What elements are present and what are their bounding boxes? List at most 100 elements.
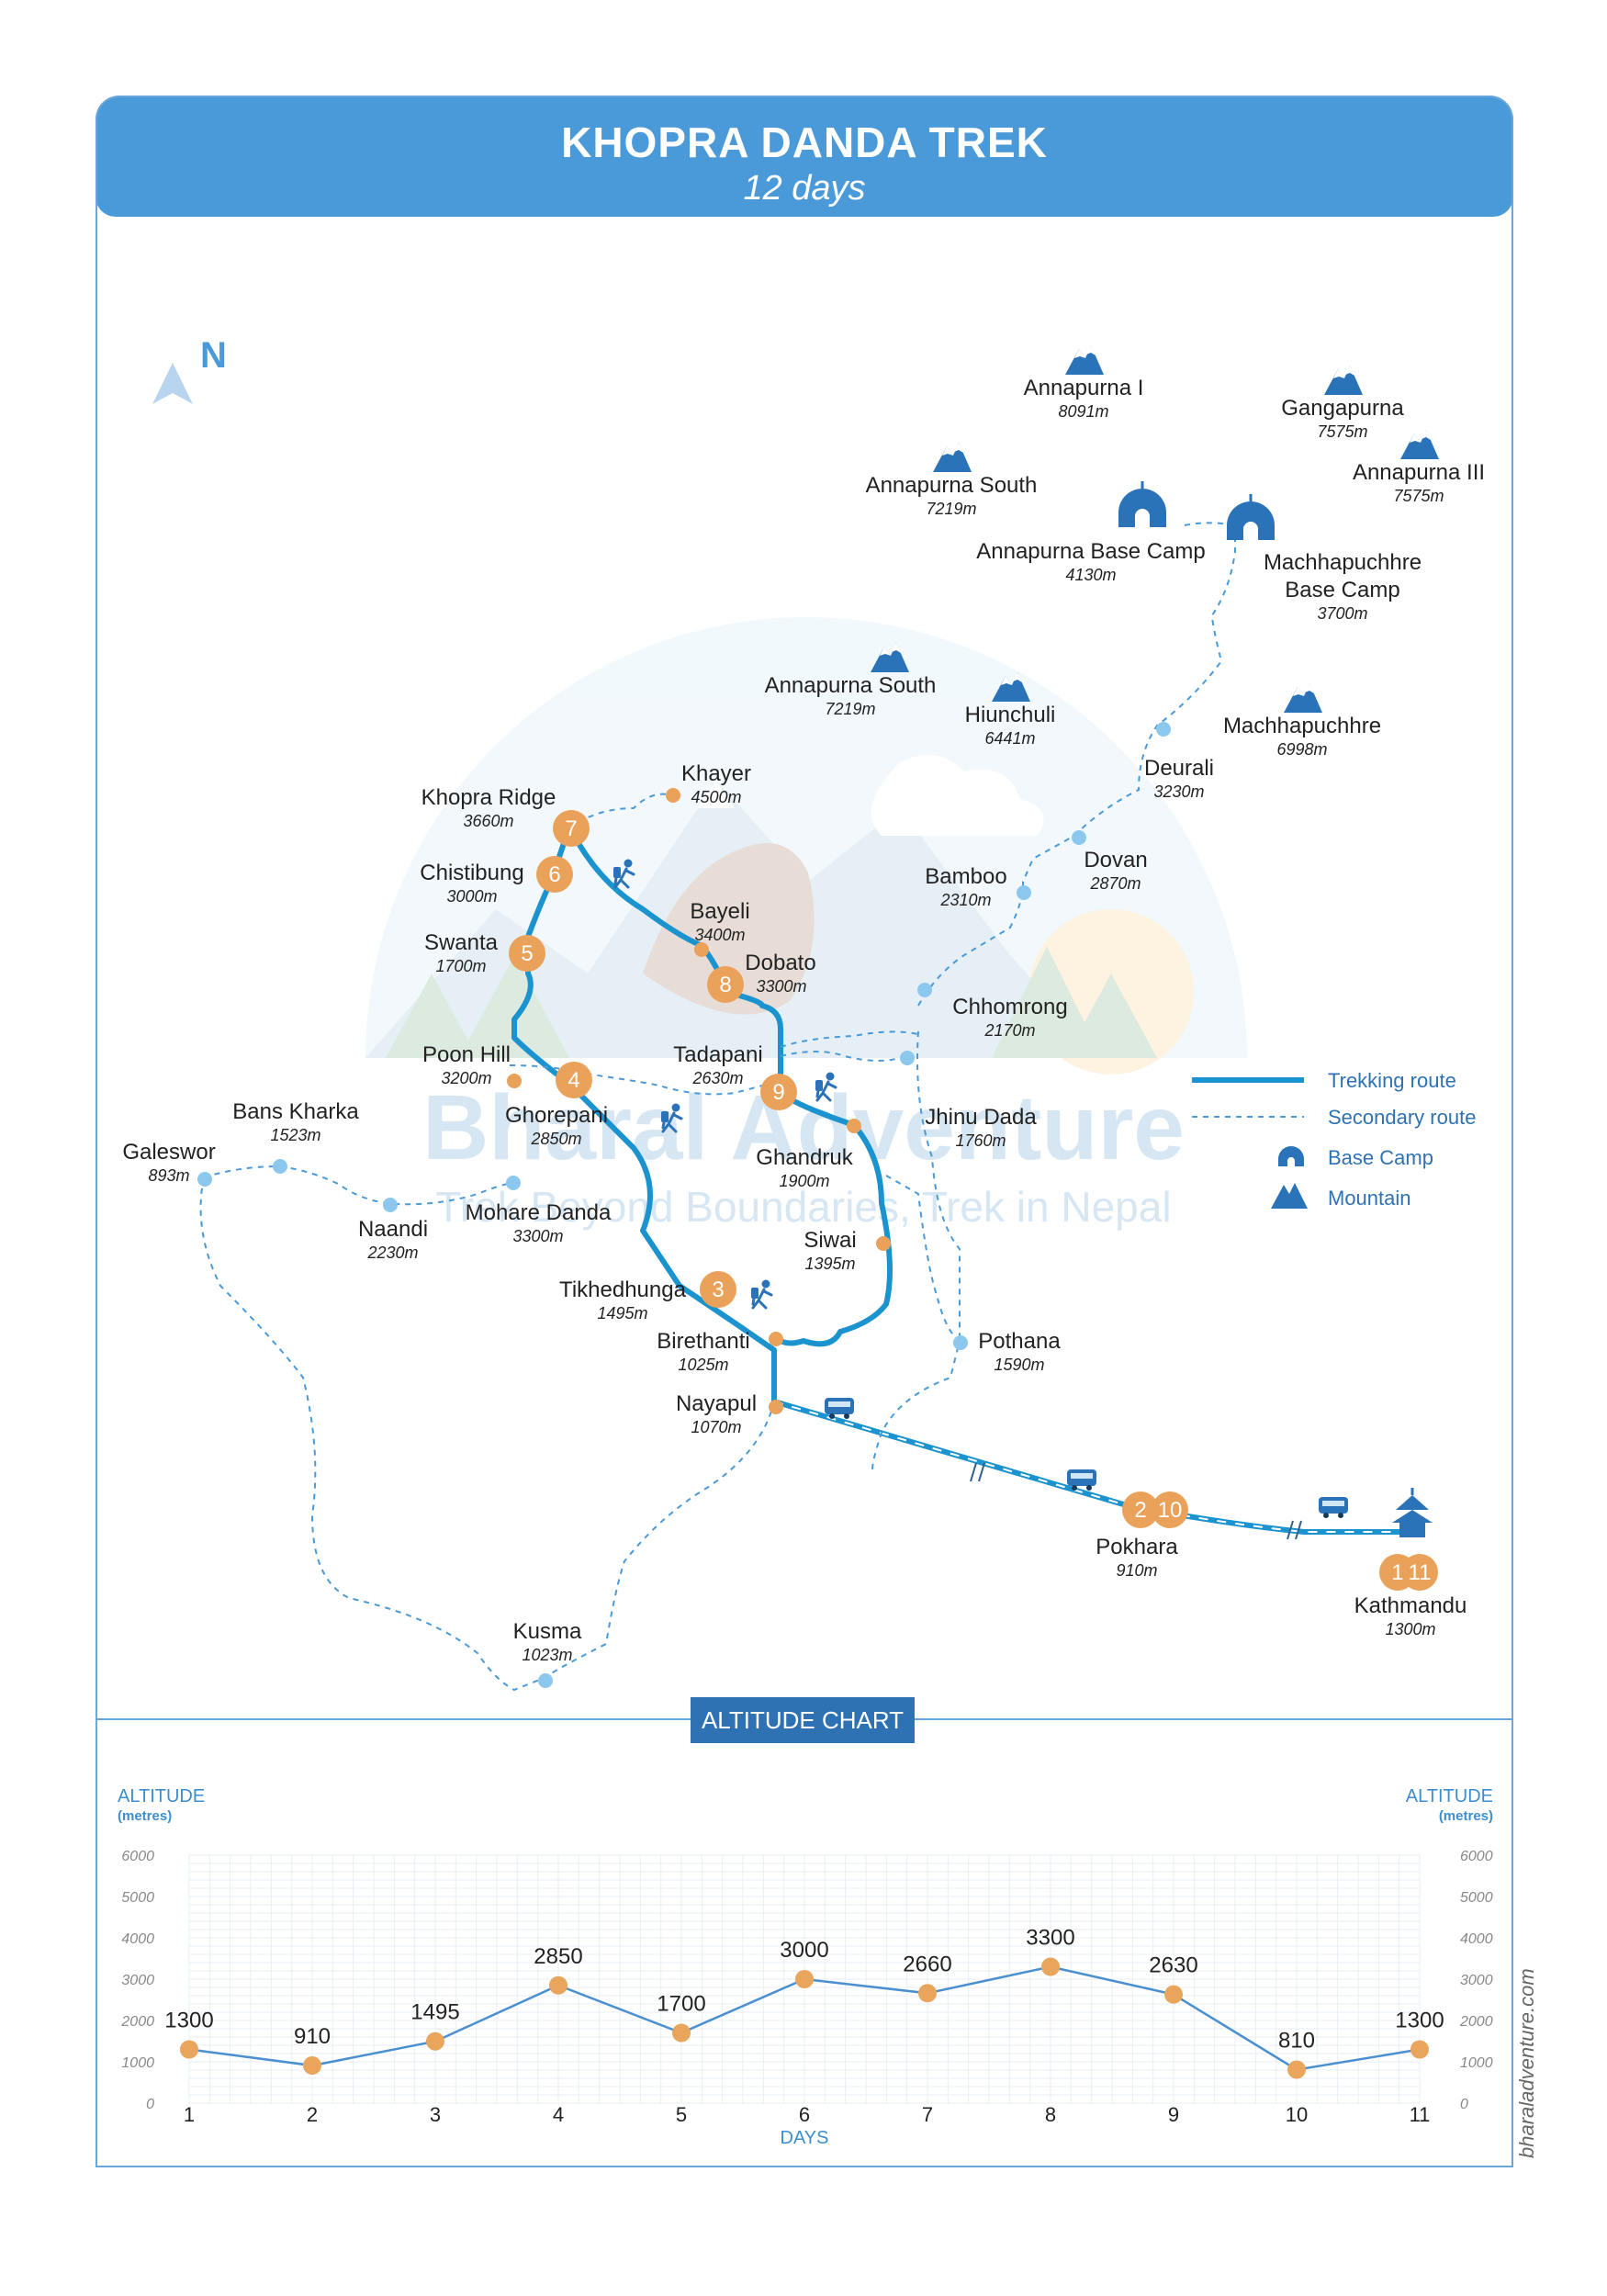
place-mohare-danda-dot bbox=[506, 1176, 521, 1190]
altitude-point bbox=[1287, 2060, 1306, 2079]
place-name: Annapurna South bbox=[866, 473, 1038, 498]
altitude-data-label: 1300 bbox=[1395, 2009, 1444, 2033]
altitude-data-label: 2630 bbox=[1149, 1953, 1197, 1978]
chart-grid bbox=[188, 1854, 1421, 2104]
place-name: Machhapuchhre bbox=[1264, 550, 1422, 575]
place-altitude: 2170m bbox=[983, 1021, 1035, 1040]
secondary-route-segment-9 bbox=[917, 533, 1236, 1007]
place-altitude: 2630m bbox=[691, 1069, 743, 1087]
x-tick-label: 1 bbox=[184, 2103, 195, 2126]
title-banner: KHOPRA DANDA TREK 12 days bbox=[96, 96, 1513, 217]
altitude-point bbox=[795, 1970, 814, 1988]
place-name: Naandi bbox=[358, 1217, 428, 1242]
page-title: KHOPRA DANDA TREK bbox=[561, 118, 1048, 166]
place-name: Bans Kharka bbox=[232, 1099, 359, 1124]
x-tick-label: 4 bbox=[553, 2103, 564, 2126]
place-bans-kharka-dot bbox=[273, 1159, 287, 1174]
place-kusma-dot bbox=[538, 1673, 553, 1688]
altitude-data-label: 1495 bbox=[410, 2000, 459, 2025]
base-camp-icon bbox=[1118, 481, 1166, 527]
day-number: 6 bbox=[548, 862, 560, 887]
place-ghandruk-dot bbox=[847, 1119, 861, 1133]
y-tick-label-right: 4000 bbox=[1460, 1931, 1493, 1947]
watermark-brand: Bharal Adventure bbox=[422, 1076, 1185, 1179]
y-axis-unit-right: (metres) bbox=[1439, 1808, 1493, 1824]
place-altitude: 7219m bbox=[926, 500, 976, 518]
place-chhomrong-label: Chhomrong 2170m bbox=[952, 995, 1067, 1040]
y-tick-label-left: 1000 bbox=[121, 2055, 154, 2071]
place-poon-hill-dot bbox=[507, 1074, 522, 1088]
day-number: 8 bbox=[719, 973, 731, 997]
place-name: Kathmandu bbox=[1354, 1593, 1467, 1618]
altitude-data-label: 1300 bbox=[164, 2009, 213, 2033]
day-marker-5: 5 bbox=[509, 935, 545, 972]
website-url: bharaladventure.com bbox=[1515, 1968, 1538, 2158]
day-number: 7 bbox=[565, 816, 577, 841]
y-axis-label-right: ALTITUDE bbox=[1406, 1786, 1493, 1806]
place-altitude: 910m bbox=[1116, 1561, 1157, 1580]
altitude-data-label: 3300 bbox=[1026, 1926, 1074, 1951]
place-name: Chhomrong bbox=[952, 995, 1067, 1019]
altitude-point bbox=[549, 1975, 568, 1995]
place-name: Nayapul bbox=[676, 1391, 757, 1416]
place-name: Poon Hill bbox=[422, 1042, 511, 1067]
place-altitude: 2850m bbox=[530, 1130, 581, 1148]
road-break-mark-1 bbox=[970, 1462, 985, 1482]
altitude-data-label: 1700 bbox=[657, 1992, 705, 2017]
place-name: Swanta bbox=[424, 930, 499, 955]
place-altitude: 7575m bbox=[1317, 422, 1367, 441]
place-altitude: 1070m bbox=[691, 1418, 741, 1436]
secondary-route-segment-4 bbox=[780, 1051, 905, 1062]
base-camp-icon bbox=[1278, 1146, 1304, 1166]
place-name: Birethanti bbox=[657, 1329, 749, 1354]
x-tick-label: 9 bbox=[1168, 2103, 1179, 2126]
y-tick-label-right: 1000 bbox=[1460, 2055, 1493, 2071]
day-number: 11 bbox=[1409, 1560, 1432, 1585]
place-chhomrong-dot bbox=[917, 983, 932, 997]
place-name: Tikhedhunga bbox=[559, 1277, 687, 1302]
legend-label: Trekking route bbox=[1328, 1069, 1456, 1092]
hiker-icon bbox=[661, 1103, 683, 1133]
y-tick-label-right: 3000 bbox=[1460, 1973, 1493, 1988]
mountain-icon bbox=[1400, 430, 1439, 459]
place-altitude: 3300m bbox=[756, 977, 806, 996]
x-tick-label: 8 bbox=[1045, 2103, 1056, 2126]
altitude-point bbox=[918, 1984, 937, 2003]
y-tick-label-right: 2000 bbox=[1459, 2014, 1493, 2030]
day-marker-3: 3 bbox=[700, 1271, 736, 1308]
x-axis-label: DAYS bbox=[781, 2128, 829, 2148]
bus-icon bbox=[825, 1398, 854, 1419]
place-altitude: 1900m bbox=[779, 1172, 829, 1190]
road-break-mark-2 bbox=[1287, 1520, 1302, 1540]
place-name: Mohare Danda bbox=[466, 1200, 612, 1225]
altitude-point bbox=[672, 2023, 691, 2043]
x-tick-label: 3 bbox=[430, 2103, 441, 2126]
place-name: Hiunchuli bbox=[965, 703, 1056, 727]
mountain-label-4: Annapurna South 7219m bbox=[866, 473, 1038, 518]
day-number: 2 bbox=[1134, 1498, 1146, 1523]
y-axis-unit-left: (metres) bbox=[118, 1808, 172, 1824]
day-marker-10: 10 bbox=[1152, 1491, 1188, 1528]
place-altitude: 3660m bbox=[463, 812, 513, 830]
bus-icon bbox=[1067, 1469, 1096, 1491]
y-tick-label-right: 0 bbox=[1460, 2097, 1468, 2112]
place-name: Siwai bbox=[804, 1228, 856, 1253]
place-name: Jhinu Dada bbox=[925, 1105, 1037, 1130]
place-name: Kusma bbox=[513, 1619, 582, 1644]
place-nayapul-label: Nayapul 1070m bbox=[676, 1391, 757, 1436]
place-galeswor-dot bbox=[197, 1172, 212, 1187]
day-marker-8: 8 bbox=[707, 966, 744, 1003]
